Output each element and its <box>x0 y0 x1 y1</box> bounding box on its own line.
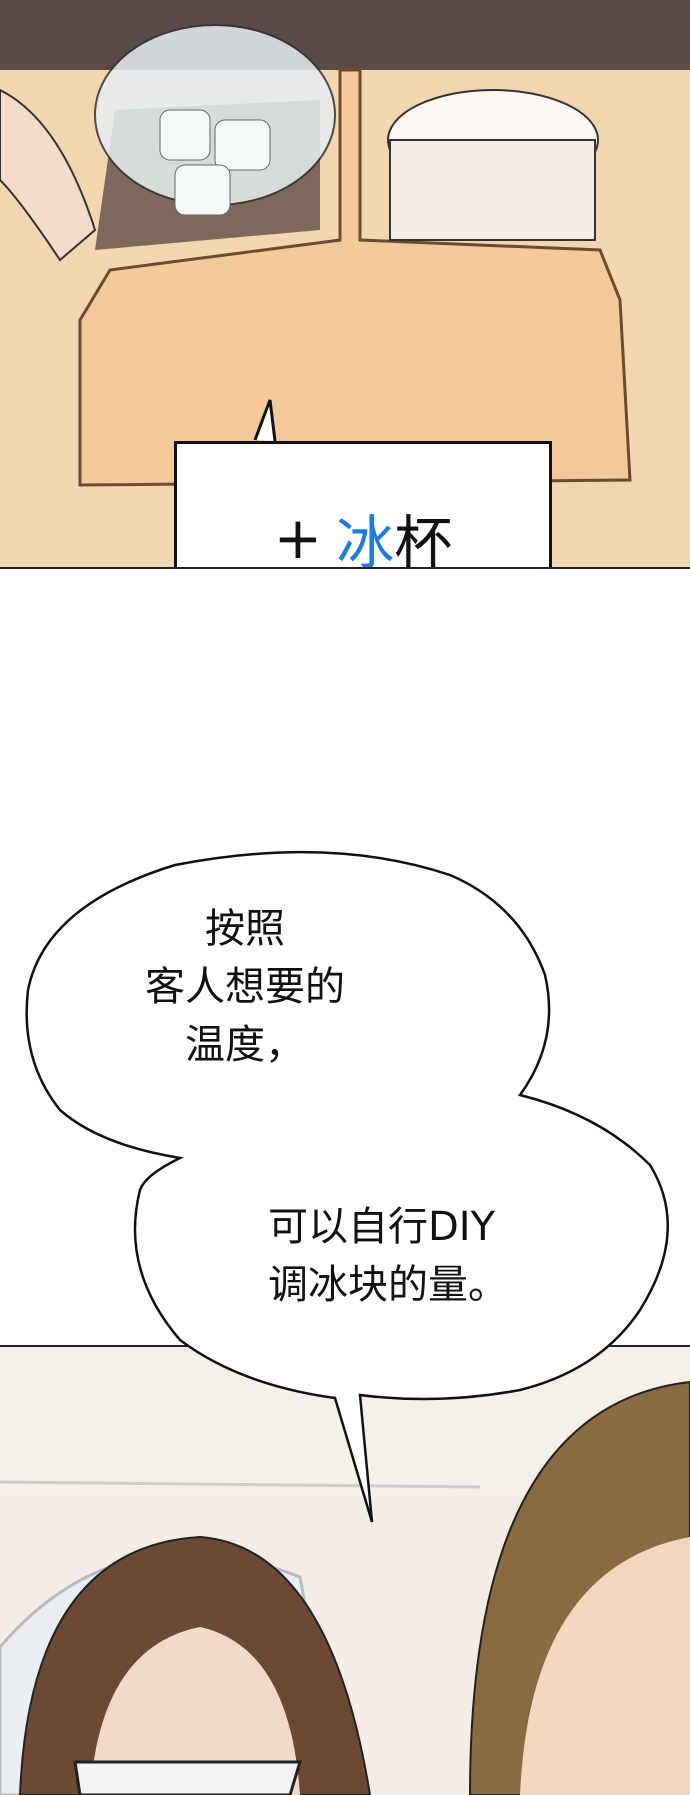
speech-text-bottom: 可以自行DIY 调冰块的量。 <box>268 1198 508 1314</box>
caption-box: + 冰 杯 <box>174 441 552 569</box>
speech-line: 调冰块的量。 <box>268 1262 508 1308</box>
speech-line: 按照 <box>205 906 285 952</box>
drink-carrier-illustration <box>0 0 690 567</box>
speech-line: 客人想要的 <box>145 964 345 1010</box>
speech-text-top: 按照 客人想要的 温度， <box>100 900 390 1074</box>
top-comic-panel: + 冰 杯 <box>0 0 690 569</box>
caption-highlight: 冰 <box>336 509 395 569</box>
bottom-comic-panel <box>0 1345 690 1795</box>
caption-plus: + <box>273 504 323 569</box>
characters-illustration <box>0 1347 690 1795</box>
speech-line: 温度， <box>185 1022 305 1068</box>
caption-rest: 杯 <box>394 509 453 569</box>
speech-line: 可以自行DIY <box>268 1204 496 1250</box>
